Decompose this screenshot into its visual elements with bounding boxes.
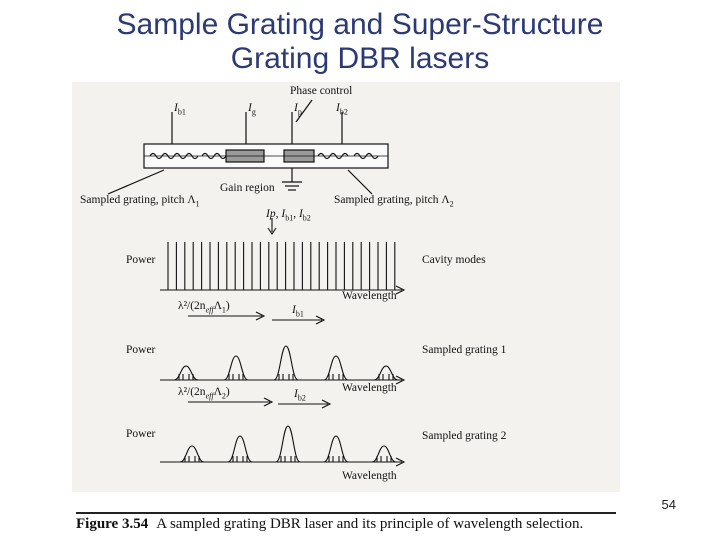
panel3-wavelength-label: Wavelength [342,470,397,482]
panel2-power-label: Power [126,344,156,356]
panel2-axis-head [395,375,406,385]
grating-reflection-peak [179,445,205,463]
panel3-axis-head [395,457,406,467]
grating-reflection-peak [275,425,301,463]
panel2-spacing-arrow-head [255,311,266,321]
laser-device [107,99,389,195]
phase-control-pointer [295,99,313,123]
panel2-spacing-label: λ²/(2neffΛ1) [178,300,230,315]
sampled-grating-1-panel [160,311,406,385]
sampled-grating-1-peaks [173,345,399,381]
slide-title-line-1: Sample Grating and Super-Structure [116,8,604,41]
panel2-current-label: Ib1 [292,304,304,319]
panel3-spacing-arrow-head [263,397,274,407]
cavity-mode-lines [167,242,396,290]
panel1-arrow-head [267,227,277,235]
caption-rule [76,512,616,514]
sampled-grating-2-label: Sampled grating 2 [422,430,507,442]
current-ig-label: Ig [248,102,256,117]
panel1-axis-head [395,285,406,295]
phase-control-label: Phase control [290,85,353,97]
right-grating-leader [347,169,373,195]
sampled-grating-right-label: Sampled grating, pitch Λ2 [334,194,454,209]
panel3-current-label: Ib2 [294,388,306,403]
figure-label: Figure 3.54 [76,516,149,532]
figure-caption: Figure 3.54 A sampled grating DBR laser a… [76,516,636,540]
grating-reflection-peak [371,445,397,463]
grating-reflection-peak [223,355,249,381]
sampled-grating-2-peaks [179,425,397,463]
sampled-grating-1-label: Sampled grating 1 [422,344,507,356]
figure-drawing [107,99,406,467]
slide-title: Sample Grating and Super-Structure Grati… [40,8,680,75]
right-grating-burst-1 [317,152,349,160]
page-number: 54 [661,497,676,512]
grating-reflection-peak [173,365,199,381]
panel3-spacing-label: λ²/(2neffΛ2) [178,386,230,401]
panel1-power-label: Power [126,254,156,266]
sampled-grating-2-panel [160,397,406,467]
grating-reflection-peak [373,365,399,381]
panel3-power-label: Power [126,428,156,440]
grating-reflection-peak [323,355,349,381]
panel1-wavelength-label: Wavelength [342,290,397,302]
grating-reflection-peak [227,435,253,463]
gain-region-label: Gain region [220,182,275,194]
panel2-current-arrow-head [315,315,326,325]
cavity-modes-panel [160,218,406,295]
panel3-current-arrow-head [321,399,332,409]
cavity-modes-label: Cavity modes [422,254,486,266]
slide-title-line-2: Grating DBR lasers [230,41,490,75]
current-ip-label: Ip [294,102,302,117]
grating-reflection-peak [273,345,299,381]
current-ib1-label: Ib1 [174,102,186,117]
panel1-currents-label: Ip, Ib1, Ib2 [266,208,311,223]
current-ib2-label: Ib2 [336,102,348,117]
figure-caption-text: A sampled grating DBR laser and its prin… [156,516,584,532]
left-grating-leader [107,169,165,195]
sampled-grating-left-label: Sampled grating, pitch Λ1 [80,194,200,209]
figure-scan: Phase control Ib1 Ig Ip Ib2 Gain region … [72,82,620,492]
grating-reflection-peak [323,435,349,463]
panel2-wavelength-label: Wavelength [342,382,397,394]
